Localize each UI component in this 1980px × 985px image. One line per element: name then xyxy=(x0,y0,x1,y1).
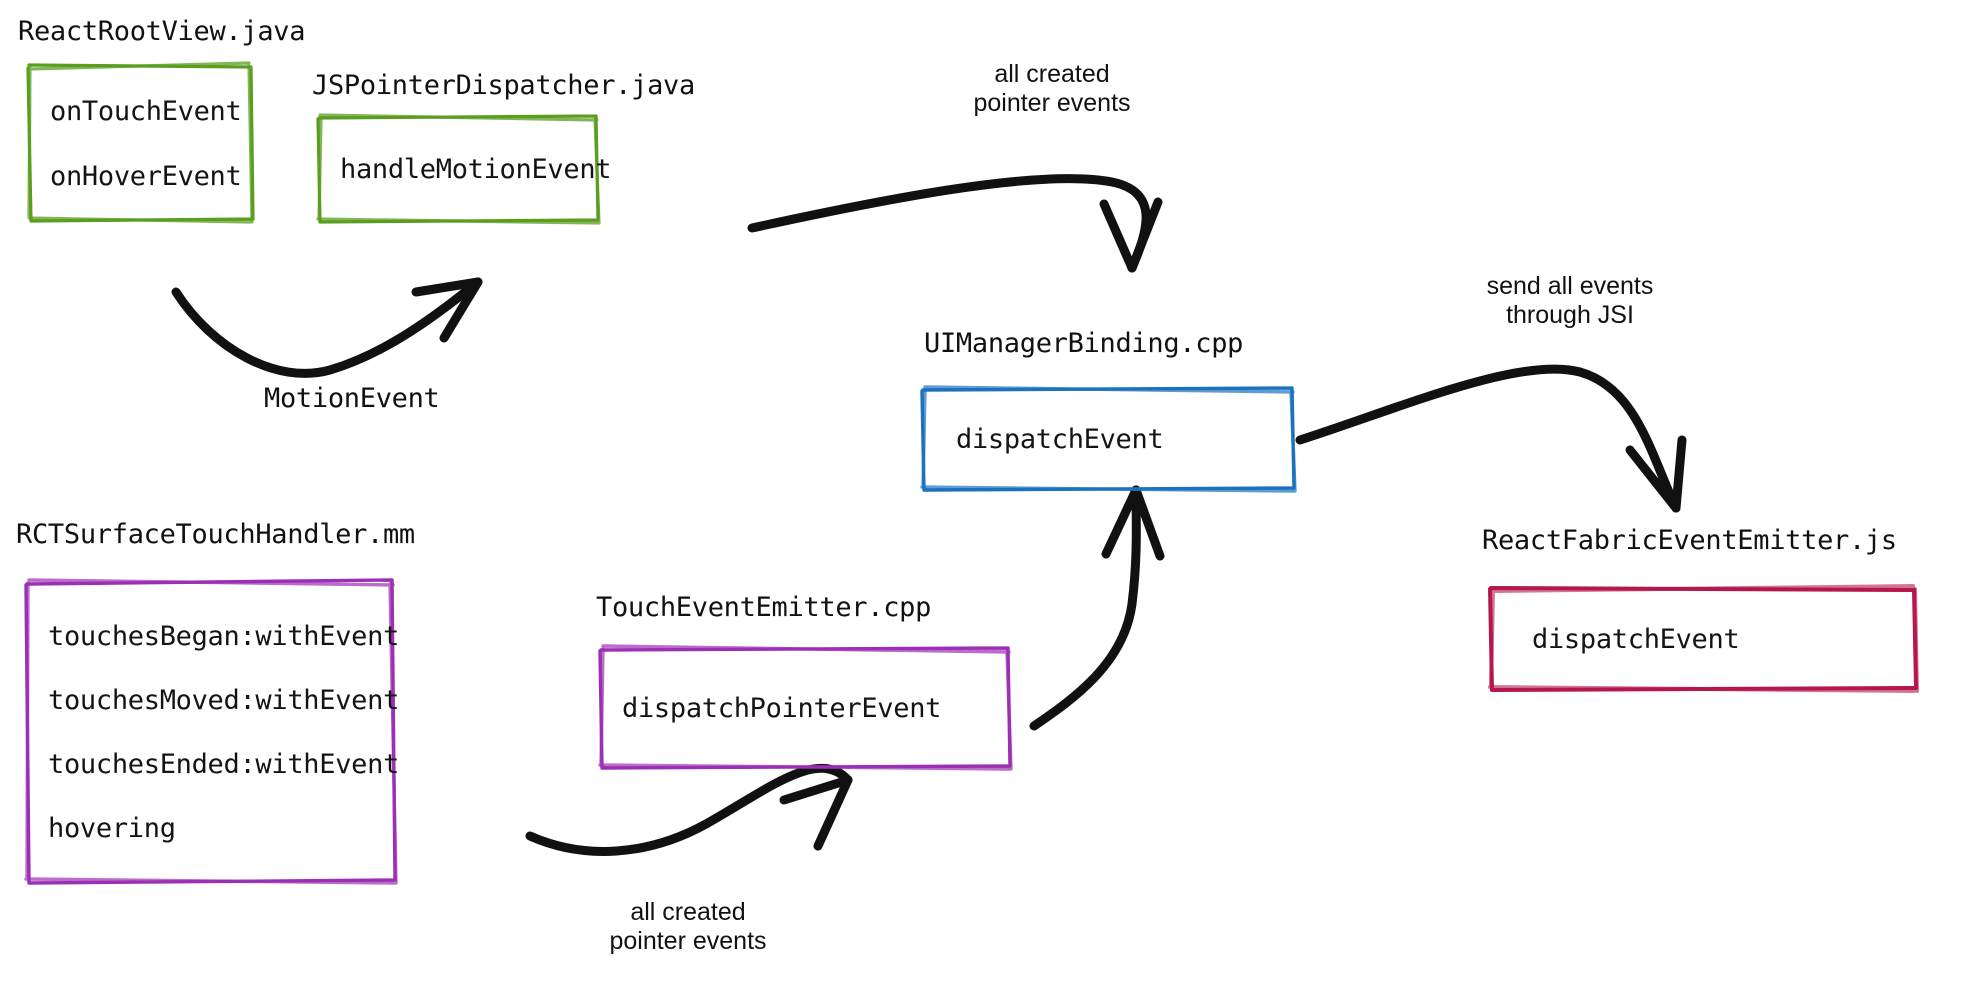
node-react-root-view[interactable]: onTouchEvent onHoverEvent xyxy=(26,61,255,224)
node-js-pointer-dispatcher[interactable]: handleMotionEvent xyxy=(316,113,612,225)
arrow-ios-pointer-events-head-b xyxy=(813,775,853,851)
edge-label-jsi-events: send all events through JSI xyxy=(1486,272,1654,329)
caption-react-root-view: ReactRootView.java xyxy=(18,16,306,47)
node-react-fabric-event-emitter-rows: dispatchEvent xyxy=(1490,589,1916,689)
node-react-fabric-event-emitter[interactable]: dispatchEvent xyxy=(1488,584,1919,693)
node-touch-event-emitter[interactable]: dispatchPointerEvent xyxy=(598,644,1013,771)
node-rct-surface-touch-handler-row-1: touchesMoved:withEvent xyxy=(48,684,400,716)
arrow-android-pointer-events-head-b xyxy=(1127,197,1163,273)
arrow-android-pointer-events-head-a xyxy=(1099,199,1137,273)
node-touch-event-emitter-rows: dispatchPointerEvent xyxy=(600,649,1010,767)
node-react-fabric-event-emitter-row-0: dispatchEvent xyxy=(1532,623,1740,655)
caption-js-pointer-dispatcher: JSPointerDispatcher.java xyxy=(312,70,695,101)
arrow-jsi-events-head-a xyxy=(1625,445,1681,513)
arrow-ios-pointer-events-head-a xyxy=(779,775,853,805)
caption-touch-event-emitter: TouchEventEmitter.cpp xyxy=(596,592,932,623)
node-ui-manager-binding[interactable]: dispatchEvent xyxy=(920,385,1297,493)
caption-react-fabric-event-emitter: ReactFabricEventEmitter.js xyxy=(1482,525,1897,556)
edge-label-ios-pointer-events: all created pointer events xyxy=(609,898,767,955)
node-rct-surface-touch-handler[interactable]: touchesBegan:withEvent touchesMoved:with… xyxy=(24,578,400,885)
node-ui-manager-binding-rows: dispatchEvent xyxy=(922,390,1294,488)
caption-rct-surface-touch-handler: RCTSurfaceTouchHandler.mm xyxy=(16,519,415,550)
node-rct-surface-touch-handler-row-3: hovering xyxy=(48,812,176,844)
arrow-emitter-to-binding-head-b xyxy=(1131,485,1165,561)
arrow-emitter-to-binding xyxy=(1029,485,1141,731)
node-react-root-view-rows: onTouchEvent onHoverEvent xyxy=(28,66,254,221)
node-react-root-view-row-1: onHoverEvent xyxy=(50,160,242,192)
caption-ui-manager-binding: UIManagerBinding.cpp xyxy=(924,328,1244,359)
arrow-motion-event-head-a xyxy=(411,277,483,297)
node-js-pointer-dispatcher-row-0: handleMotionEvent xyxy=(340,153,612,185)
arrow-motion-event-head-b xyxy=(439,277,483,343)
arrow-motion-event xyxy=(171,277,483,378)
node-js-pointer-dispatcher-rows: handleMotionEvent xyxy=(318,117,612,221)
node-rct-surface-touch-handler-rows: touchesBegan:withEvent touchesMoved:with… xyxy=(26,582,400,882)
edge-label-motion-event: MotionEvent xyxy=(264,383,440,414)
node-rct-surface-touch-handler-row-2: touchesEnded:withEvent xyxy=(48,748,400,780)
arrow-ios-pointer-events xyxy=(525,763,853,856)
arrow-android-pointer-events xyxy=(747,174,1151,273)
arrow-jsi-events-head-b xyxy=(1671,435,1687,513)
arrow-emitter-to-binding-head-a xyxy=(1101,485,1141,559)
node-ui-manager-binding-row-0: dispatchEvent xyxy=(956,423,1164,455)
node-react-root-view-row-0: onTouchEvent xyxy=(50,95,242,127)
node-rct-surface-touch-handler-row-0: touchesBegan:withEvent xyxy=(48,620,400,652)
arrow-jsi-events xyxy=(1295,364,1681,513)
edge-label-android-pointer-events: all created pointer events xyxy=(973,60,1131,117)
node-touch-event-emitter-row-0: dispatchPointerEvent xyxy=(622,692,942,724)
